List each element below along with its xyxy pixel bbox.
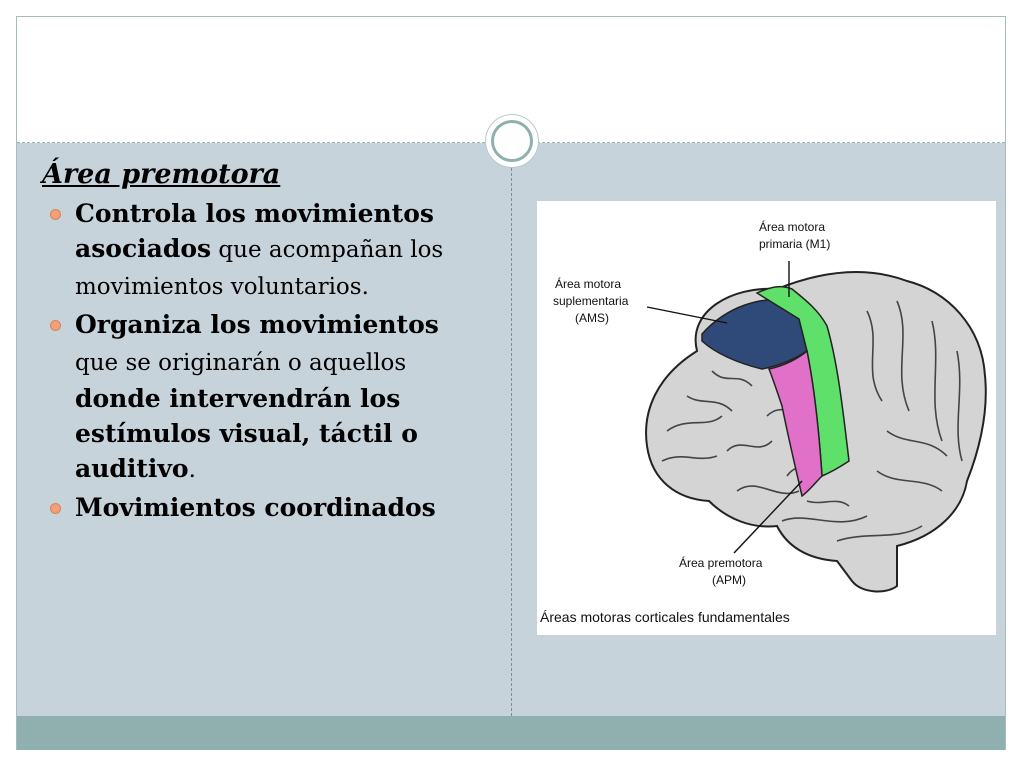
column-divider	[511, 158, 512, 716]
footer-bar	[17, 716, 1005, 750]
bullet-text: que acompañan los movimientos voluntario…	[75, 237, 444, 300]
bullet-text-bold: Organiza los movimientos	[75, 310, 439, 339]
ams-leader-line	[646, 306, 728, 324]
ams-label-line2: suplementaria	[553, 294, 629, 308]
bullet-item: Movimientos coordinados	[42, 490, 482, 525]
circle-ornament-ring	[491, 120, 533, 162]
figure-caption: Áreas motoras corticales fundamentales	[540, 609, 790, 625]
ams-label-line3: (AMS)	[575, 311, 609, 325]
bullet-dot-icon	[50, 209, 61, 220]
bullet-item: Organiza los movimientos que se originar…	[42, 307, 482, 488]
bullet-dot-icon	[50, 503, 61, 514]
ams-label-line1: Área motora	[555, 276, 621, 291]
bullet-list: Controla los movimientos asociados que a…	[42, 196, 482, 525]
bullet-text: .	[188, 457, 196, 483]
text-column: Área premotora Controla los movimientos …	[42, 158, 482, 527]
circle-ornament-icon	[485, 114, 539, 168]
slide-heading: Área premotora	[42, 159, 281, 190]
bullet-text-bold: Movimientos coordinados	[75, 493, 436, 522]
bullet-text-bold: donde intervendrán los estímulos visual,…	[75, 384, 418, 483]
m1-label-line2: primaria (M1)	[759, 237, 830, 251]
bullet-text: que se originarán o aquellos	[75, 350, 407, 376]
ams-region	[701, 299, 808, 370]
m1-label-line1: Área motora	[759, 219, 825, 234]
bullet-item: Controla los movimientos asociados que a…	[42, 196, 482, 305]
apm-leader-line	[733, 480, 803, 554]
apm-label-line2: (APM)	[712, 573, 746, 587]
bullet-dot-icon	[50, 320, 61, 331]
apm-label-line1: Área premotora	[679, 555, 763, 570]
bullet-text-bold: Controla los movimientos asociados	[75, 199, 434, 263]
brain-diagram: Área motora primaria (M1) Área motora su…	[540, 219, 987, 625]
brain-figure: Área motora primaria (M1) Área motora su…	[537, 201, 996, 635]
apm-region	[767, 349, 823, 498]
